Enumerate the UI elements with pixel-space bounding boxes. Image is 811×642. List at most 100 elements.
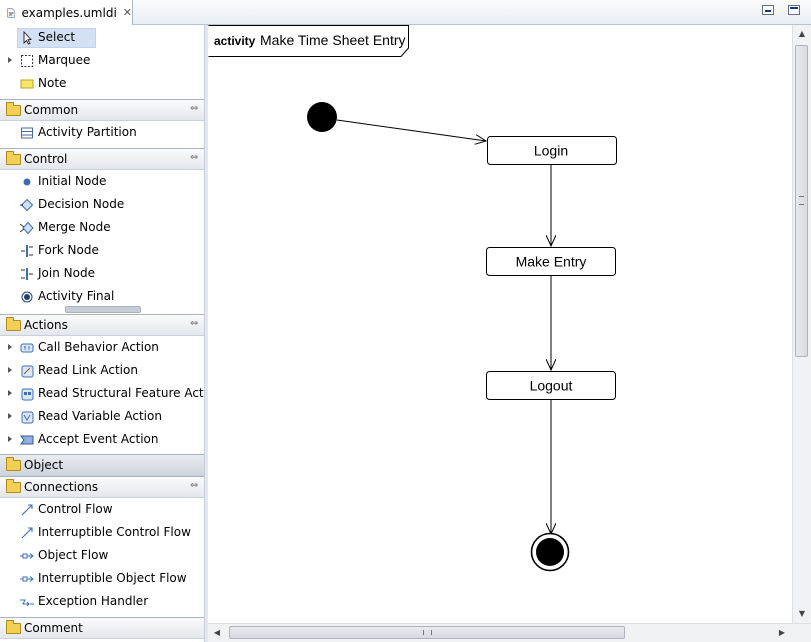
- palette-item-fork-node[interactable]: Fork Node: [0, 240, 204, 262]
- drawer-title: Actions: [24, 318, 68, 332]
- frame-keyword: activity: [214, 34, 256, 48]
- scroll-up-arrow-icon[interactable]: ▲: [798, 29, 806, 38]
- palette-tool-label: Note: [38, 76, 67, 90]
- palette-tool-marquee[interactable]: Marquee: [0, 50, 204, 72]
- palette-item-control-flow[interactable]: Control Flow: [0, 499, 204, 521]
- palette-item-activity-partition[interactable]: Activity Partition: [0, 122, 204, 144]
- palette-item-read-variable-action[interactable]: Read Variable Action: [0, 406, 204, 428]
- palette-sash[interactable]: [204, 25, 208, 642]
- drawer-common[interactable]: Common ⇔: [0, 99, 204, 121]
- scroll-right-arrow-icon[interactable]: ▶: [778, 628, 786, 637]
- palette-item-label: Control Flow: [38, 502, 113, 516]
- vertical-scrollbar[interactable]: ▲ ▼: [792, 25, 811, 623]
- vertical-scroll-thumb[interactable]: [795, 45, 808, 357]
- palette-item-object-flow[interactable]: Object Flow: [0, 545, 204, 567]
- expand-arrow-icon[interactable]: [8, 57, 12, 63]
- initial-node-icon: [23, 178, 31, 186]
- control-flow-initial-to-login[interactable]: [336, 119, 486, 141]
- action-node-logout[interactable]: Logout: [486, 371, 616, 400]
- call-behavior-action-icon: [20, 343, 34, 353]
- palette-item-read-link-action[interactable]: Read Link Action: [0, 360, 204, 382]
- expand-arrow-icon[interactable]: [8, 344, 12, 350]
- drawer-actions[interactable]: Actions ⇔: [0, 314, 204, 336]
- palette-tool-note[interactable]: Note: [0, 73, 204, 95]
- horizontal-scroll-thumb[interactable]: [229, 626, 625, 639]
- editor-tab-title: examples.umldi: [21, 5, 117, 20]
- drawer-title: Comment: [24, 621, 83, 635]
- action-node-login[interactable]: Login: [487, 136, 617, 165]
- folder-open-icon: [6, 102, 21, 116]
- drawer-title: Object: [24, 458, 64, 472]
- palette-item-decision-node[interactable]: Decision Node: [0, 194, 204, 216]
- close-tab-icon[interactable]: ✕: [122, 6, 132, 19]
- palette-tool-select[interactable]: Select: [0, 27, 204, 49]
- drawer-title: Common: [24, 103, 79, 117]
- drawer-title: Connections: [24, 480, 99, 494]
- palette-item-merge-node[interactable]: Merge Node: [0, 217, 204, 239]
- drawer-object[interactable]: Object: [0, 454, 204, 476]
- marquee-icon: [21, 55, 33, 67]
- scroll-down-arrow-icon[interactable]: ▼: [798, 609, 806, 618]
- palette-item-label: Initial Node: [38, 174, 107, 188]
- palette-item-join-node[interactable]: Join Node: [0, 263, 204, 285]
- palette-item-label: Decision Node: [38, 197, 125, 211]
- palette-item-label: Read Structural Feature Action: [38, 386, 204, 400]
- drawer-pin-icon[interactable]: ⇔: [190, 152, 199, 163]
- read-structural-feature-action-icon: [21, 388, 34, 401]
- horizontal-scrollbar[interactable]: ◀ ▶: [208, 623, 811, 642]
- tool-palette: Select Marquee Note Common ⇔ Activity Pa…: [0, 25, 204, 642]
- folder-open-icon: [6, 620, 21, 634]
- expand-arrow-icon[interactable]: [8, 367, 12, 373]
- select-arrow-icon: [23, 31, 32, 45]
- initial-node[interactable]: [307, 102, 337, 132]
- palette-item-interruptible-control-flow[interactable]: Interruptible Control Flow: [0, 522, 204, 544]
- palette-item-accept-event-action[interactable]: Accept Event Action: [0, 429, 204, 451]
- palette-item-label: Object Flow: [38, 548, 109, 562]
- activity-diagram: activity Make Time Sheet Entry Login Mak…: [208, 25, 617, 572]
- note-icon: [20, 79, 34, 89]
- diagram-canvas[interactable]: activity Make Time Sheet Entry Login Mak…: [208, 25, 792, 623]
- palette-tool-label: Select: [38, 30, 76, 44]
- folder-open-icon: [6, 151, 21, 165]
- read-link-action-icon: [21, 365, 34, 378]
- editor-tab[interactable]: examples.umldi ✕: [0, 0, 133, 25]
- palette-item-call-behavior-action[interactable]: Call Behavior Action: [0, 337, 204, 359]
- palette-item-interruptible-object-flow[interactable]: Interruptible Object Flow: [0, 568, 204, 590]
- interruptible-control-flow-icon: [21, 527, 33, 539]
- activity-final-node[interactable]: [530, 532, 570, 572]
- drawer-pin-icon[interactable]: ⇔: [190, 318, 199, 329]
- palette-item-label: Activity Final: [38, 289, 115, 303]
- maximize-button[interactable]: [788, 5, 800, 15]
- palette-item-exception-handler[interactable]: Exception Handler: [0, 591, 204, 613]
- folder-open-icon: [6, 317, 21, 331]
- accept-event-action-icon: [20, 435, 34, 445]
- expand-arrow-icon[interactable]: [8, 413, 12, 419]
- activity-frame[interactable]: [208, 25, 409, 57]
- drawer-control[interactable]: Control ⇔: [0, 148, 204, 170]
- drawer-pin-icon[interactable]: ⇔: [190, 480, 199, 491]
- minimize-button[interactable]: [762, 5, 774, 15]
- palette-item-label: Interruptible Control Flow: [38, 525, 191, 539]
- palette-item-activity-final[interactable]: Activity Final: [0, 286, 204, 308]
- palette-item-initial-node[interactable]: Initial Node: [0, 171, 204, 193]
- expand-arrow-icon[interactable]: [8, 390, 12, 396]
- activity-final-icon: [21, 291, 33, 303]
- decision-node-icon: [20, 198, 34, 212]
- merge-node-icon: [20, 221, 34, 235]
- scroll-left-arrow-icon[interactable]: ◀: [213, 628, 221, 637]
- drawer-scroll-handle[interactable]: [65, 306, 141, 313]
- action-node-make-entry[interactable]: Make Entry: [486, 247, 616, 276]
- expand-arrow-icon[interactable]: [8, 436, 12, 442]
- drawer-connections[interactable]: Connections ⇔: [0, 476, 204, 498]
- frame-title: Make Time Sheet Entry: [260, 32, 406, 48]
- palette-item-read-structural-feature-action[interactable]: Read Structural Feature Action: [0, 383, 204, 405]
- drawer-comment[interactable]: Comment: [0, 617, 204, 639]
- palette-item-label: Interruptible Object Flow: [38, 571, 187, 585]
- read-variable-action-icon: [21, 411, 34, 424]
- folder-open-icon: [6, 479, 21, 493]
- palette-item-label: Join Node: [38, 266, 95, 280]
- palette-item-label: Read Variable Action: [38, 409, 162, 423]
- palette-item-label: Exception Handler: [38, 594, 149, 608]
- drawer-pin-icon[interactable]: ⇔: [190, 103, 199, 114]
- palette-item-label: Read Link Action: [38, 363, 138, 377]
